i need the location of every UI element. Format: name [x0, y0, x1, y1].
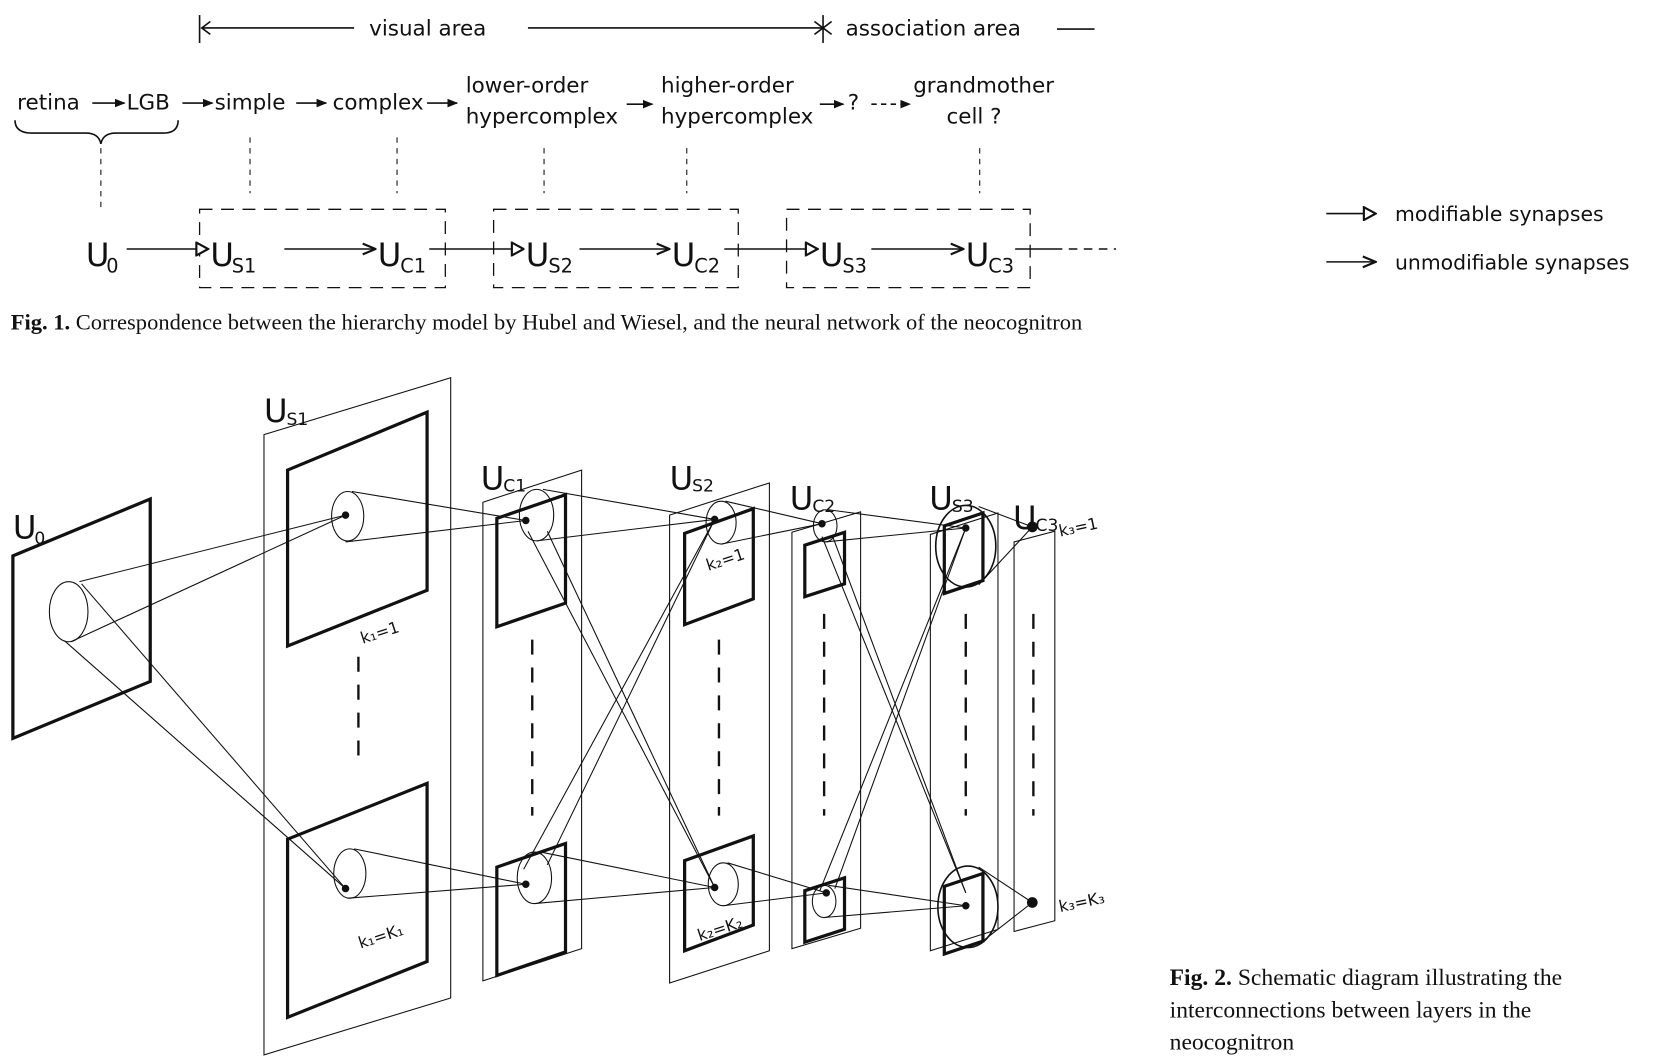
fig1-layer-UC2: U C2: [672, 236, 720, 277]
us2-plane-first: [683, 506, 755, 627]
svg-text:U: U: [929, 480, 953, 518]
svg-text:S3: S3: [842, 255, 867, 278]
svg-text:U: U: [13, 509, 37, 547]
retina-lgb-brace: [14, 120, 179, 145]
svg-text:U: U: [820, 236, 844, 274]
figure-1: visual area association area retina LGB …: [11, 15, 1629, 334]
uc2-plane-first: [803, 530, 847, 599]
svg-text:S1: S1: [287, 410, 309, 430]
uc1-layer-frame: [482, 469, 583, 982]
svg-text:S2: S2: [548, 255, 573, 278]
label-k3-first: k₃=1: [1057, 514, 1100, 541]
svg-text:C3: C3: [1036, 516, 1059, 536]
svg-text:C2: C2: [694, 255, 720, 278]
us1-plane-first: [285, 409, 429, 649]
stage-retina: retina: [17, 91, 80, 116]
uc2-layer-frame: [791, 511, 862, 950]
stage-higher-order-line1: higher-order: [661, 73, 794, 98]
stage-lower-order-line1: lower-order: [466, 73, 589, 98]
legend-modifiable: modifiable synapses: [1395, 202, 1604, 226]
us2-layer-frame: [669, 482, 770, 984]
uc2-plane-last: [803, 875, 847, 945]
stage-higher-order-line2: hypercomplex: [661, 104, 813, 129]
area-bracket: visual area association area: [198, 15, 1095, 43]
svg-text:S1: S1: [232, 255, 257, 278]
uc1-plane-last: [495, 841, 568, 978]
uc3-cell-last: [1026, 897, 1038, 908]
us1-plane-last: [285, 781, 429, 1020]
fig1-layer-US2: U S2: [526, 236, 573, 277]
label-k1-first: k₁=1: [358, 617, 401, 647]
svg-text:U: U: [264, 392, 288, 430]
correspondence-lines: [100, 137, 981, 211]
stage-complex: complex: [333, 91, 424, 116]
fig2-label-US2: US2: [670, 459, 714, 497]
svg-text:S3: S3: [952, 497, 974, 517]
svg-text:U: U: [481, 459, 505, 497]
svg-text:U: U: [790, 480, 814, 518]
label-k3-last: k₃=K₃: [1057, 888, 1106, 916]
fig2-label-U0: U0: [13, 509, 45, 549]
fig2-label-UC3: UC3: [1013, 499, 1058, 537]
svg-text:C3: C3: [988, 255, 1014, 278]
stage-lgb: LGB: [127, 91, 170, 116]
svg-text:S2: S2: [692, 477, 714, 497]
uc3-layer-frame: [1013, 530, 1056, 933]
svg-text:Fig. 2. Schematic diag: Fig. 2. Schematic diagram illustrating t…: [1170, 965, 1563, 991]
svg-text:C1: C1: [503, 477, 526, 497]
svg-text:U: U: [210, 236, 234, 274]
svg-text:interconnections between layer: interconnections between layers in the: [1170, 997, 1532, 1023]
connection-lines: [48, 488, 1033, 945]
fig2-label-US1: US1: [264, 392, 308, 430]
label-k1-last: k₁=K₁: [356, 920, 406, 952]
fig2-label-UC1: UC1: [481, 459, 526, 497]
visual-area-label: visual area: [369, 16, 486, 41]
svg-text:0: 0: [106, 255, 118, 278]
u0-plane: [11, 496, 152, 741]
svg-text:U: U: [526, 236, 550, 274]
us1-layer-frame: [263, 377, 452, 1056]
figure-2-caption: Fig. 2. Schematic diagram illustrating t…: [1170, 965, 1563, 1055]
svg-text:0: 0: [34, 529, 45, 549]
stage-unknown: ?: [848, 91, 859, 116]
figure-1-caption: Fig. 1. Correspondence between the hiera…: [11, 309, 1083, 334]
svg-text:U: U: [670, 459, 694, 497]
svg-text:C2: C2: [812, 497, 835, 517]
label-k2-first: k₂=1: [704, 544, 747, 574]
svg-text:neocognitron: neocognitron: [1170, 1030, 1295, 1056]
fig2-label-US3: US3: [929, 480, 973, 518]
legend-unmodifiable: unmodifiable synapses: [1395, 250, 1629, 274]
svg-text:U: U: [378, 236, 402, 274]
figure-2: U0 US1 UC1 US2 UC2 US3 UC3: [11, 377, 1563, 1056]
stage-grandmother-line1: grandmother: [913, 73, 1054, 98]
association-area-label: association area: [846, 16, 1021, 41]
svg-text:U: U: [86, 236, 110, 274]
fig1-layer-US3: U S3: [820, 236, 867, 277]
hubel-wiesel-hierarchy: retina LGB simple complex lower-order hy…: [14, 73, 1054, 145]
svg-text:U: U: [966, 236, 990, 274]
stage-lower-order-line2: hypercomplex: [466, 104, 618, 129]
us3-layer-frame: [929, 512, 999, 952]
uc1-plane-first: [495, 492, 568, 629]
stage-grandmother-line2: cell ?: [946, 104, 1001, 129]
fig1-layer-UC3: U C3: [966, 236, 1014, 277]
svg-text:U: U: [672, 236, 696, 274]
svg-text:C1: C1: [400, 255, 426, 278]
synapse-legend: modifiable synapses unmodifiable synapse…: [1326, 202, 1629, 274]
fig1-layer-US1: U S1: [210, 236, 256, 277]
stage-simple: simple: [215, 91, 286, 116]
us2-plane-last: [683, 833, 755, 954]
fig1-layer-U0: U 0: [86, 236, 119, 277]
fig2-label-UC2: UC2: [790, 480, 835, 518]
fig1-layer-UC1: U C1: [378, 236, 426, 277]
label-k2-last: k₂=K₂: [695, 913, 745, 945]
